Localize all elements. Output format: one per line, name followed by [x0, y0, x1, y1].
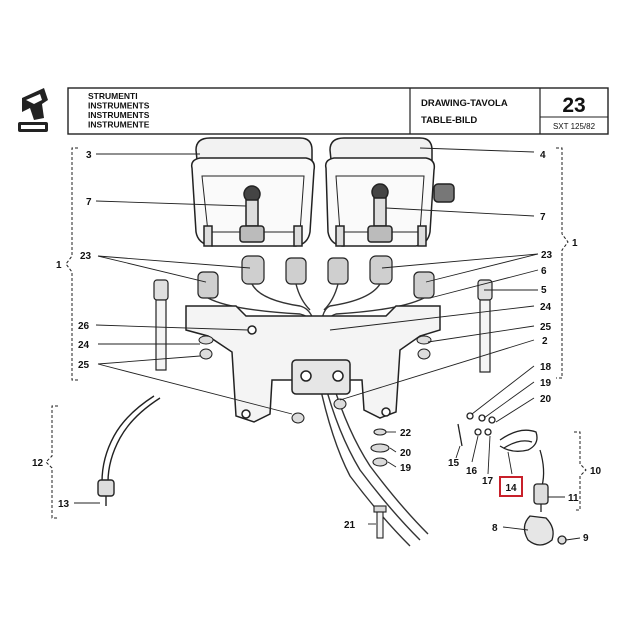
group-bracket-left [65, 147, 78, 381]
callout-19-low: 19 [400, 463, 412, 474]
bracket-10 [574, 431, 587, 511]
callout-7-left: 7 [86, 197, 92, 208]
callout-23-left: 23 [80, 251, 92, 262]
callout-17: 17 [482, 476, 494, 487]
left-gauge-housing [190, 137, 316, 247]
callout-1-left: 1 [56, 260, 62, 271]
callout-23-right: 23 [541, 250, 553, 261]
callout-6: 6 [541, 266, 547, 277]
callout-24-right: 24 [540, 302, 552, 313]
brand-logo-icon [18, 88, 48, 132]
table-number: 23 [562, 94, 585, 117]
callout-21: 21 [344, 520, 356, 531]
callout-5: 5 [541, 285, 547, 296]
callout-14: 14 [505, 483, 517, 494]
title-french: INSTRUMENTS [88, 110, 150, 120]
right-gauge-housing [324, 137, 455, 247]
callout-14-highlight-box [499, 476, 523, 497]
mounting-bracket [185, 305, 441, 423]
callout-12: 12 [32, 458, 44, 469]
callout-24-left: 24 [78, 340, 90, 351]
title-german: INSTRUMENTE [88, 120, 150, 130]
callout-labels: 3 4 7 7 1 1 23 23 6 5 24 25 2 26 24 25 1… [32, 150, 602, 544]
callout-11: 11 [568, 493, 579, 504]
callout-15: 15 [448, 458, 460, 469]
title-italian: STRUMENTI [88, 91, 138, 101]
model-code: SXT 125/82 [553, 122, 596, 131]
callout-13: 13 [58, 499, 70, 510]
speedo-cable [97, 395, 161, 506]
callout-10: 10 [590, 466, 602, 477]
group-bracket-right [556, 147, 569, 379]
leader-lines [74, 147, 581, 541]
tacho-cable-group [457, 412, 567, 546]
callout-7-right: 7 [540, 212, 546, 223]
callout-25-left: 25 [78, 360, 90, 371]
callout-2: 2 [542, 336, 548, 347]
callout-19-top: 19 [540, 378, 552, 389]
screw-stack [370, 428, 390, 539]
title-block: STRUMENTI INSTRUMENTS INSTRUMENTS INSTRU… [67, 87, 609, 135]
callout-16: 16 [466, 466, 478, 477]
callout-22: 22 [400, 428, 412, 439]
table-label: TABLE-BILD [421, 115, 477, 126]
fasteners [198, 335, 432, 424]
callout-20-top: 20 [540, 394, 552, 405]
callout-20-low: 20 [400, 448, 412, 459]
bulb-holders [197, 255, 435, 299]
callout-26: 26 [78, 321, 90, 332]
callout-3: 3 [86, 150, 92, 161]
callout-9: 9 [583, 533, 589, 544]
title-english: INSTRUMENTS [88, 101, 150, 111]
callout-1-right: 1 [572, 238, 578, 249]
drawing-label: DRAWING-TAVOLA [421, 98, 508, 109]
callout-4: 4 [540, 150, 546, 161]
bracket-12 [45, 405, 58, 519]
callout-25-right: 25 [540, 322, 552, 333]
callout-18: 18 [540, 362, 552, 373]
callout-8: 8 [492, 523, 498, 534]
